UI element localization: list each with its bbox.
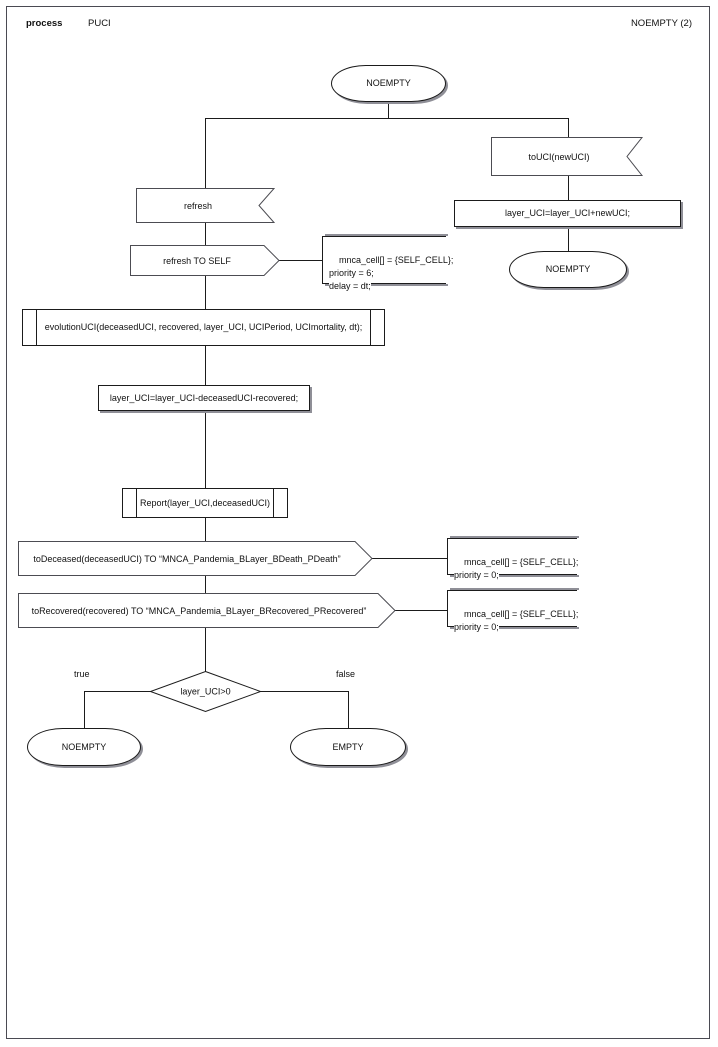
- connector-comment-recovered: [395, 610, 448, 611]
- connector-comment-refresh: [279, 260, 323, 261]
- branch-label-false: false: [336, 669, 356, 679]
- state-end-noempty-right[interactable]: NOEMPTY: [509, 251, 627, 288]
- state-start-noempty[interactable]: NOEMPTY: [331, 65, 446, 102]
- state-label: EMPTY: [332, 741, 364, 752]
- connector-recovered-to-decision: [205, 628, 206, 672]
- comment-refresh-properties: mnca_cell[] = {SELF_CELL};priority = 6;d…: [322, 234, 454, 291]
- comment-text: mnca_cell[] = {SELF_CELL};priority = 6;d…: [329, 255, 454, 291]
- task-subtract-uci[interactable]: layer_UCI=layer_UCI-deceasedUCI-recovere…: [98, 385, 310, 411]
- state-label: NOEMPTY: [366, 78, 411, 88]
- connector-split-bar: [205, 118, 569, 119]
- connector-true-branch-h: [84, 691, 151, 692]
- connector-false-branch-h: [260, 691, 348, 692]
- connector-start-down: [388, 101, 389, 119]
- connector-report-to-deceased: [205, 518, 206, 541]
- input-signal-touci[interactable]: toUCI(newUCI): [491, 137, 644, 176]
- output-signal-refresh-self[interactable]: refresh TO SELF: [130, 245, 280, 276]
- procedure-label: Report(layer_UCI,deceasedUCI): [139, 497, 271, 508]
- state-end-noempty[interactable]: NOEMPTY: [27, 728, 141, 766]
- connector-task-to-report: [205, 411, 206, 488]
- state-end-empty[interactable]: EMPTY: [290, 728, 406, 766]
- connector-touci-to-task: [568, 175, 569, 200]
- connector-comment-deceased: [372, 558, 448, 559]
- connector-false-branch-v: [348, 691, 349, 728]
- connector-refresh-to-output: [205, 222, 206, 245]
- connector-left-branch: [205, 118, 206, 188]
- header-state-reference: NOEMPTY (2): [630, 18, 692, 29]
- output-signal-torecovered[interactable]: toRecovered(recovered) TO “MNCA_Pandemia…: [18, 593, 396, 628]
- comment-deceased-properties: mnca_cell[] = {SELF_CELL};priority = 0;: [447, 536, 579, 580]
- state-label: NOEMPTY: [545, 264, 591, 274]
- branch-label-true: true: [74, 669, 90, 679]
- procedure-call-report[interactable]: Report(layer_UCI,deceasedUCI): [122, 488, 288, 518]
- connector-task-to-state: [568, 227, 569, 251]
- connector-output-to-proc: [205, 275, 206, 309]
- comment-recovered-properties: mnca_cell[] = {SELF_CELL};priority = 0;: [447, 588, 579, 632]
- input-signal-label: toUCI(newUCI): [528, 152, 589, 162]
- connector-true-branch-v: [84, 691, 85, 728]
- task-label: layer_UCI=layer_UCI+newUCI;: [504, 208, 631, 218]
- task-label: layer_UCI=layer_UCI-deceasedUCI-recovere…: [109, 392, 299, 403]
- decision-layer-uci-positive[interactable]: layer_UCI>0: [149, 670, 262, 713]
- connector-proc-to-task: [205, 346, 206, 385]
- procedure-call-evolutionuci[interactable]: evolutionUCI(deceasedUCI, recovered, lay…: [22, 309, 385, 346]
- page-border: [6, 6, 710, 1039]
- connector-deceased-to-recovered: [205, 576, 206, 594]
- procedure-label: evolutionUCI(deceasedUCI, recovered, lay…: [44, 322, 363, 332]
- output-signal-label: refresh TO SELF: [163, 256, 231, 266]
- output-signal-label: toDeceased(deceasedUCI) TO “MNCA_Pandemi…: [33, 554, 340, 564]
- comment-text: mnca_cell[] = {SELF_CELL};priority = 0;: [454, 609, 579, 632]
- state-label: NOEMPTY: [61, 741, 107, 752]
- input-signal-label: refresh: [184, 201, 212, 211]
- task-add-uci[interactable]: layer_UCI=layer_UCI+newUCI;: [454, 200, 681, 227]
- header-process-name: PUCI: [88, 18, 111, 29]
- input-signal-refresh[interactable]: refresh: [136, 188, 276, 223]
- header-kind: process: [26, 18, 63, 29]
- output-signal-todeceased[interactable]: toDeceased(deceasedUCI) TO “MNCA_Pandemi…: [18, 541, 373, 576]
- output-signal-label: toRecovered(recovered) TO “MNCA_Pandemia…: [32, 606, 367, 616]
- decision-label: layer_UCI>0: [180, 687, 230, 697]
- comment-text: mnca_cell[] = {SELF_CELL};priority = 0;: [454, 557, 579, 580]
- connector-right-branch: [568, 118, 569, 137]
